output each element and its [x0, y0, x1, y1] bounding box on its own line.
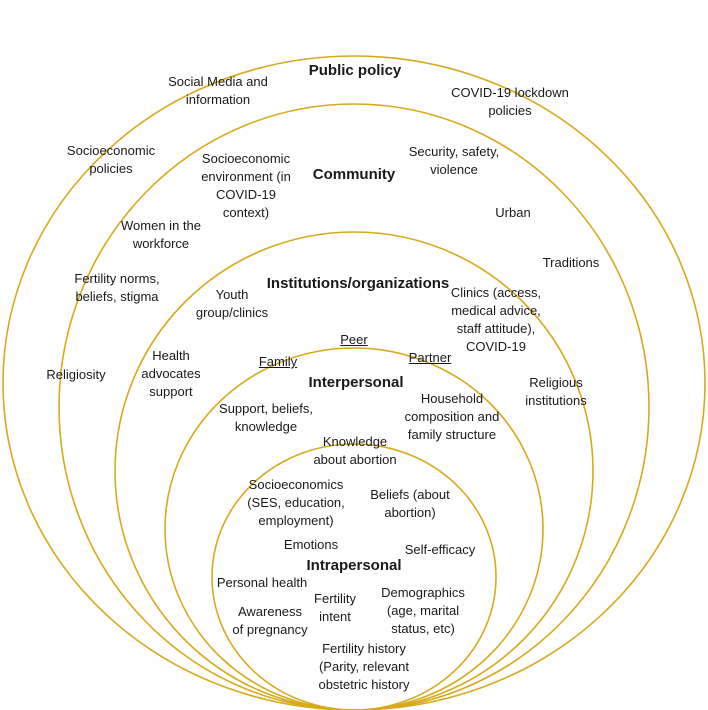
interpersonal-title: Interpersonal [308, 374, 404, 391]
covid-lockdown-label: COVID-19 lockdown policies [451, 85, 569, 118]
awareness-pregnancy-label: Awareness of pregnancy [232, 604, 308, 637]
demographics-label: Demographics (age, marital status, etc) [381, 585, 465, 636]
traditions-label: Traditions [542, 255, 600, 270]
women-workforce-label: Women in the workforce [121, 218, 201, 251]
family-label: Family [258, 354, 298, 369]
ring-interpersonal [164, 347, 544, 710]
peer-label: Peer [340, 332, 368, 347]
ring-community [58, 103, 650, 710]
self-efficacy-label: Self-efficacy [404, 542, 476, 557]
religiosity-label: Religiosity [46, 367, 106, 382]
emotions-label: Emotions [283, 537, 339, 552]
knowledge-abortion-label: Knowledge about abortion [313, 434, 397, 467]
ring-public-policy [2, 55, 706, 710]
public-policy-title: Public policy [308, 62, 402, 79]
ring-institutions [114, 231, 594, 710]
socioeconomic-environment-label: Socioeconomic environment (in COVID-19 c… [201, 151, 291, 220]
urban-label: Urban [495, 205, 531, 220]
fertility-norms-label: Fertility norms, beliefs, stigma [74, 271, 160, 304]
fertility-history-label: Fertility history (Parity, relevant obst… [318, 641, 410, 692]
fertility-intent-label: Fertility intent [314, 591, 356, 624]
clinics-label: Clinics (access, medical advice, staff a… [450, 285, 542, 354]
religious-institutions-label: Religious institutions [525, 375, 587, 408]
institutions-title: Institutions/organizations [266, 275, 450, 292]
intrapersonal-title: Intrapersonal [306, 557, 402, 574]
household-label: Household composition and family structu… [404, 391, 500, 442]
partner-label: Partner [408, 350, 452, 365]
youth-group-label: Youth group/clinics [195, 287, 269, 320]
socioeconomics-label: Socioeconomics (SES, education, employme… [247, 477, 345, 528]
ring-intrapersonal [211, 443, 497, 710]
socioeconomic-policies-label: Socioeconomic policies [66, 143, 156, 176]
community-title: Community [312, 166, 396, 183]
beliefs-abortion-label: Beliefs (about abortion) [370, 487, 450, 520]
social-media-label: Social Media and information [168, 74, 268, 107]
health-advocates-label: Health advocates support [141, 348, 201, 399]
security-safety-label: Security, safety, violence [408, 144, 500, 177]
personal-health-label: Personal health [216, 575, 308, 590]
support-beliefs-label: Support, beliefs, knowledge [219, 401, 313, 434]
